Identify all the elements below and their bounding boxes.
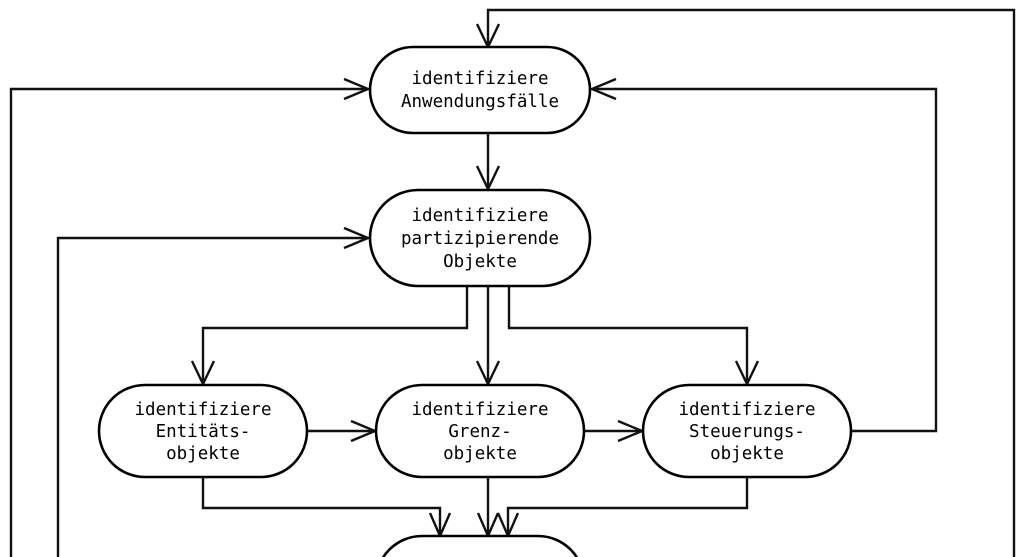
edge-feedback-left-inner-loop (56, 226, 372, 557)
node-steuerungsobjekte-line3: objekte (710, 444, 784, 464)
node-partizipierende-objekte[interactable]: identifiziere partizipierende Objekte (368, 188, 592, 288)
node-steuerungsobjekte[interactable]: identifiziere Steuerungs- objekte (641, 383, 853, 479)
edge-anwendungsfaelle-to-partizipierende (475, 133, 501, 192)
node-anwendungsfaelle-line1: identifiziere (412, 69, 549, 89)
node-entitaetsobjekte-line1: identifiziere (135, 400, 272, 420)
node-entitaetsobjekte-line2: Entitäts- (156, 422, 251, 442)
node-bottom-partial-shape[interactable] (376, 534, 584, 557)
edge-steuerungs-to-bottom (496, 478, 749, 540)
node-partizipierende-objekte-line1: identifiziere (412, 206, 549, 226)
edge-partizipierende-to-grenz (475, 287, 501, 387)
node-bottom-partial[interactable] (376, 534, 584, 557)
node-steuerungsobjekte-shape[interactable] (641, 383, 853, 479)
node-steuerungsobjekte-line1: identifiziere (679, 400, 816, 420)
edge-partizipierende-to-entitaets (190, 287, 469, 387)
edge-steuerungs-to-anwendungsfaelle-loop (588, 77, 938, 433)
edge-entitaets-to-grenz (307, 419, 379, 443)
node-entitaetsobjekte-line3: objekte (166, 444, 240, 464)
node-grenzobjekte-shape[interactable] (374, 383, 586, 479)
node-grenzobjekte[interactable]: identifiziere Grenz- objekte (374, 383, 586, 479)
edge-feedback-left-outer-loop (9, 77, 372, 557)
node-partizipierende-objekte-shape[interactable] (368, 188, 592, 288)
node-partizipierende-objekte-line2: partizipierende (401, 229, 559, 249)
node-grenzobjekte-line2: Grenz- (448, 422, 511, 442)
node-steuerungsobjekte-line2: Steuerungs- (689, 422, 805, 442)
node-entitaetsobjekte[interactable]: identifiziere Entitäts- objekte (97, 383, 309, 479)
edge-partizipierende-to-steuerungs (507, 287, 760, 387)
node-partizipierende-objekte-line3: Objekte (443, 252, 517, 272)
node-entitaetsobjekte-shape[interactable] (97, 383, 309, 479)
node-anwendungsfaelle-line2: Anwendungsfälle (401, 92, 559, 112)
node-grenzobjekte-line3: objekte (443, 444, 517, 464)
node-grenzobjekte-line1: identifiziere (412, 400, 549, 420)
edge-grenz-to-bottom (476, 478, 500, 540)
edge-entitaets-to-bottom (201, 478, 452, 540)
node-anwendungsfaelle[interactable]: identifiziere Anwendungsfälle (368, 45, 592, 135)
edge-grenz-to-steuerungs (584, 419, 646, 443)
node-anwendungsfaelle-shape[interactable] (368, 45, 592, 135)
